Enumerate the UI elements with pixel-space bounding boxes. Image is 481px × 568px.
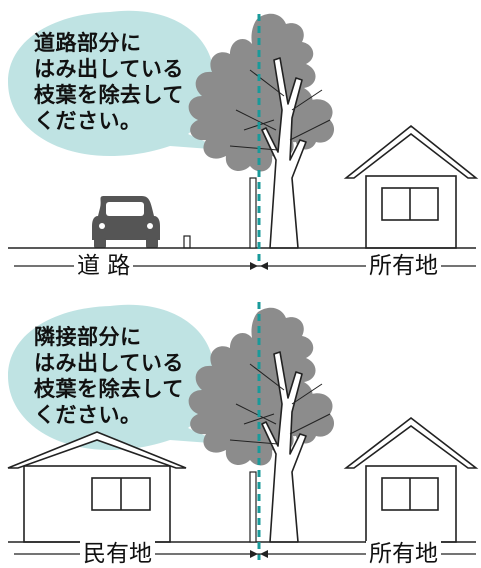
car-icon (92, 196, 160, 248)
bubble-line: 枝葉を除去して (34, 83, 184, 107)
extent-arrows-1 (250, 262, 268, 270)
tree-foliage-1 (188, 13, 335, 172)
boundary-post-1 (249, 177, 257, 249)
bubble-line: 道路部分に (34, 31, 142, 55)
boundary-post-2 (249, 471, 257, 543)
house-icon-2 (7, 431, 187, 543)
bubble-line: はみ出している (34, 57, 184, 81)
bubble-line: ください。 (34, 403, 142, 427)
tree-foliage-2 (188, 307, 335, 466)
label-private-land: 民有地 (80, 541, 155, 567)
house-icon-3 (343, 416, 479, 543)
bubble-text-1: 道路部分に はみ出している 枝葉を除去して ください。 (34, 30, 184, 134)
extent-arrows-2 (250, 550, 268, 558)
post-icon (183, 235, 191, 249)
speech-bubble-2 (8, 304, 224, 450)
bubble-line: はみ出している (34, 351, 184, 375)
tree-branches-1 (229, 69, 331, 151)
bubble-text-2: 隣接部分に はみ出している 枝葉を除去して ください。 (34, 324, 184, 428)
house-icon-1 (343, 124, 479, 249)
bubble-line: ください。 (34, 109, 142, 133)
panel-1 (8, 10, 479, 270)
tree-branches-2 (229, 363, 331, 445)
panel-2 (7, 302, 479, 560)
bubble-line: 枝葉を除去して (34, 377, 184, 401)
speech-bubble-1 (8, 10, 224, 157)
label-owned-land-1: 所有地 (366, 253, 441, 279)
label-road: 道 路 (74, 253, 134, 279)
label-owned-land-2: 所有地 (366, 541, 441, 567)
bubble-line: 隣接部分に (34, 325, 142, 349)
